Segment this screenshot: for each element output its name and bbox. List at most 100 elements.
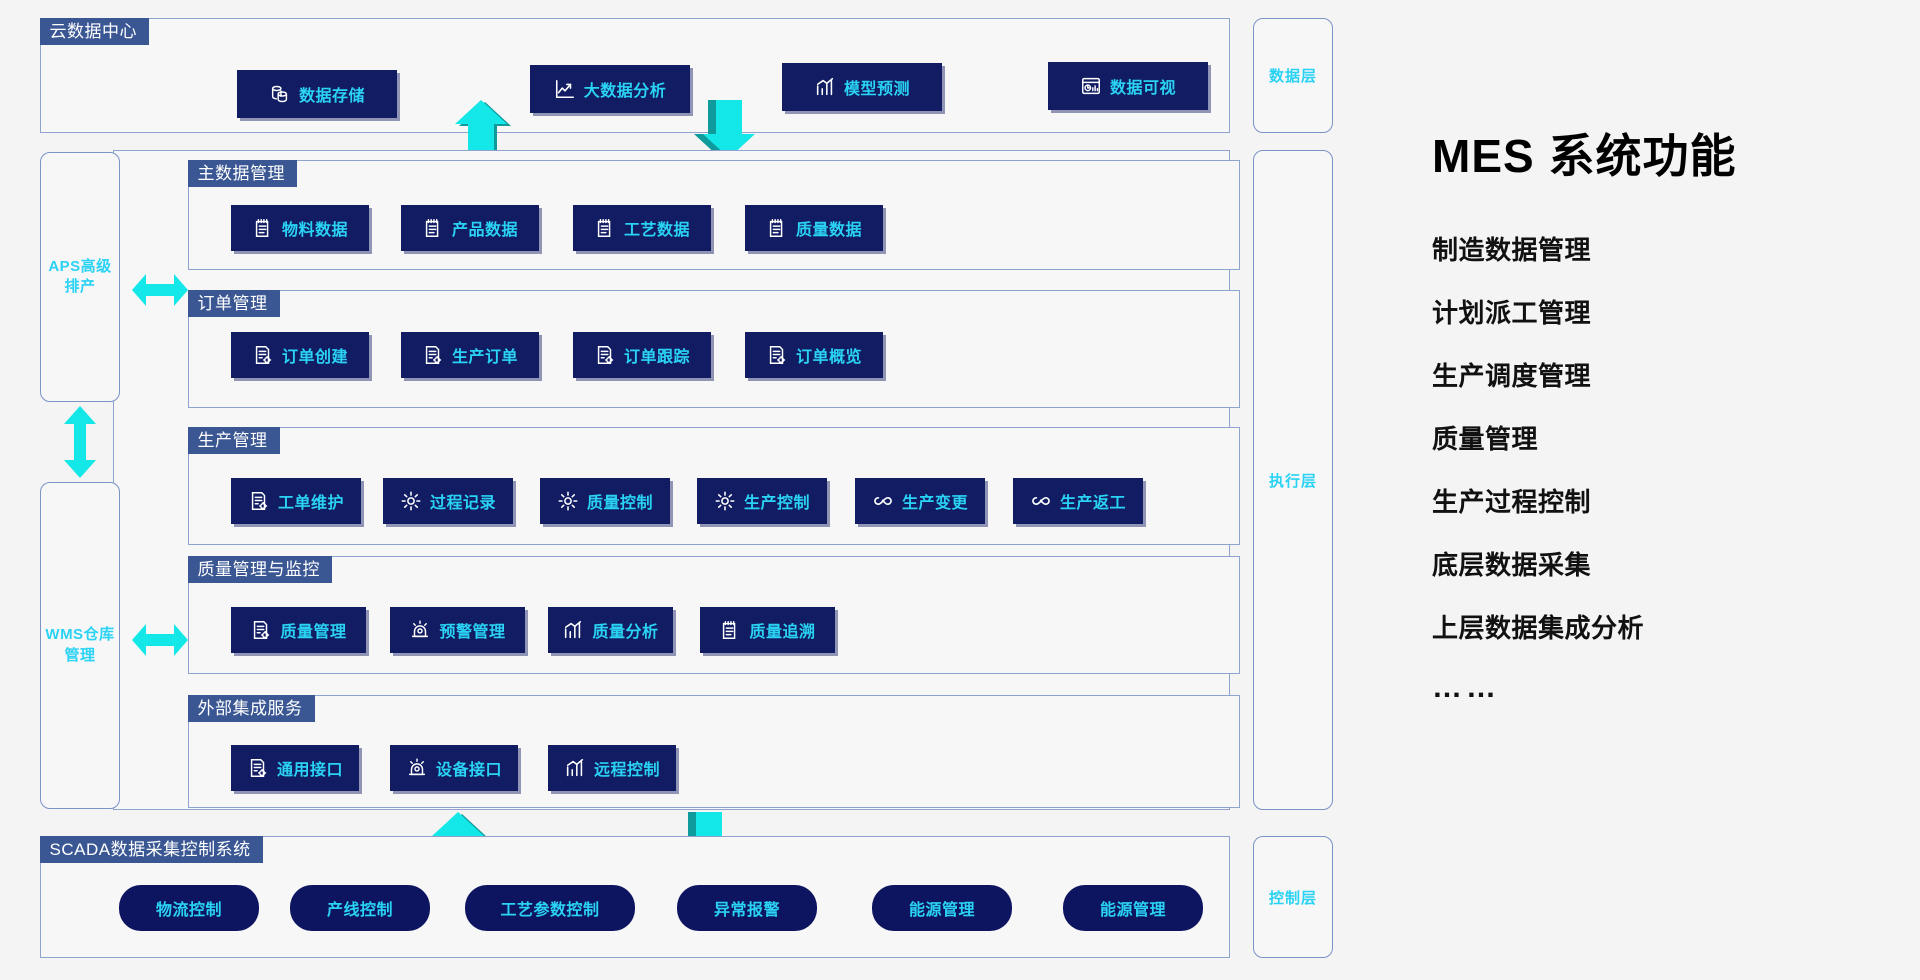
function-item-2: 计划派工管理 <box>1432 298 1592 328</box>
button-label: 产品数据 <box>451 222 518 239</box>
button-production-rework[interactable]: 生产返工 <box>1013 478 1143 524</box>
button-material-data[interactable]: 物料数据 <box>231 205 369 251</box>
layer-control: 控制层 <box>1253 836 1333 958</box>
section-title: 主数据管理 <box>187 159 297 187</box>
button-label: 预警管理 <box>439 624 506 641</box>
button-remote-control[interactable]: 远程控制 <box>548 745 676 791</box>
button-label: 物料数据 <box>281 222 348 239</box>
button-quality-control[interactable]: 质量控制 <box>540 478 670 524</box>
button-label: 订单跟踪 <box>623 349 690 366</box>
button-label: 生产控制 <box>743 495 810 512</box>
function-item-6: 底层数据采集 <box>1432 550 1592 580</box>
button-label: 物流控制 <box>155 902 222 919</box>
document-gear-icon <box>248 490 270 512</box>
button-generic-interface[interactable]: 通用接口 <box>231 745 359 791</box>
section-title: 质量管理与监控 <box>187 555 332 583</box>
button-abnormal-alarm[interactable]: 异常报警 <box>677 885 817 931</box>
button-production-change[interactable]: 生产变更 <box>855 478 985 524</box>
panel-title: MES 系统功能 <box>1432 130 1737 182</box>
function-item-4: 质量管理 <box>1432 424 1539 454</box>
button-label: 生产变更 <box>901 495 968 512</box>
button-label: 通用接口 <box>276 762 343 779</box>
button-label: 生产返工 <box>1059 495 1126 512</box>
alarm-lamp-icon <box>406 757 428 779</box>
layer-data: 数据层 <box>1253 18 1333 133</box>
button-quality-data[interactable]: 质量数据 <box>745 205 883 251</box>
arrow-down-to-execution <box>690 100 760 160</box>
button-label: 质量数据 <box>795 222 862 239</box>
button-label: 质量控制 <box>586 495 653 512</box>
layer-label: 执行层 <box>1268 472 1317 490</box>
document-gear-icon <box>422 344 444 366</box>
button-quality-traceability[interactable]: 质量追溯 <box>700 607 835 653</box>
button-data-storage[interactable]: 数据存储 <box>237 70 397 118</box>
layer-execution: 执行层 <box>1253 150 1333 810</box>
arrow-vertical-double-aps-wms <box>60 404 100 480</box>
clipboard-list-icon <box>719 619 741 641</box>
button-label: 订单概览 <box>795 349 862 366</box>
button-label: 订单创建 <box>281 349 348 366</box>
button-energy-management-2[interactable]: 能源管理 <box>1063 885 1203 931</box>
button-label: 数据存储 <box>298 88 365 105</box>
button-data-visualization[interactable]: 数据可视 <box>1048 62 1208 110</box>
button-label: 大数据分析 <box>583 83 667 100</box>
layer-label: 数据层 <box>1268 68 1317 85</box>
button-device-interface[interactable]: 设备接口 <box>390 745 518 791</box>
button-quality-management[interactable]: 质量管理 <box>231 607 366 653</box>
aps-label: APS高级排产 <box>48 257 112 295</box>
section-title: 生产管理 <box>187 426 280 454</box>
button-process-record[interactable]: 过程记录 <box>383 478 513 524</box>
clipboard-list-icon <box>252 217 274 239</box>
button-label: 模型预测 <box>843 81 910 98</box>
section-title: 订单管理 <box>187 289 280 317</box>
button-production-order[interactable]: 生产订单 <box>401 332 539 378</box>
arrow-up-to-cloud <box>455 100 525 160</box>
wms-label: WMS仓库管理 <box>45 626 115 664</box>
button-model-prediction[interactable]: 模型预测 <box>782 63 942 111</box>
button-label: 远程控制 <box>593 762 660 779</box>
function-item-5: 生产过程控制 <box>1432 487 1592 517</box>
section-title: 外部集成服务 <box>187 694 315 722</box>
button-label: 质量管理 <box>280 624 347 641</box>
button-big-data-analysis[interactable]: 大数据分析 <box>530 65 690 113</box>
button-order-create[interactable]: 订单创建 <box>231 332 369 378</box>
function-item-7: 上层数据集成分析 <box>1432 613 1645 643</box>
button-label: 产线控制 <box>326 902 393 919</box>
section-external-integration-services: 外部集成服务 <box>187 694 1240 808</box>
button-label: 设备接口 <box>435 762 502 779</box>
button-quality-analysis[interactable]: 质量分析 <box>548 607 673 653</box>
button-logistics-control[interactable]: 物流控制 <box>119 885 259 931</box>
function-item-ellipsis: …… <box>1432 671 1500 704</box>
wms-column: WMS仓库管理 <box>40 482 120 809</box>
button-line-control[interactable]: 产线控制 <box>290 885 430 931</box>
layer-label: 控制层 <box>1268 889 1317 907</box>
button-label: 生产订单 <box>451 349 518 366</box>
button-energy-management-1[interactable]: 能源管理 <box>872 885 1012 931</box>
bar-trend-icon <box>564 757 586 779</box>
button-product-data[interactable]: 产品数据 <box>401 205 539 251</box>
gear-icon <box>557 490 579 512</box>
button-order-overview[interactable]: 订单概览 <box>745 332 883 378</box>
button-process-data[interactable]: 工艺数据 <box>573 205 711 251</box>
document-gear-icon <box>594 344 616 366</box>
button-work-order-maintenance[interactable]: 工单维护 <box>231 478 361 524</box>
button-production-control[interactable]: 生产控制 <box>697 478 827 524</box>
document-gear-icon <box>250 619 272 641</box>
bar-trend-icon <box>814 76 836 98</box>
button-label: 质量分析 <box>592 624 659 641</box>
button-label: 能源管理 <box>908 902 975 919</box>
infinity-icon <box>872 490 894 512</box>
button-label: 过程记录 <box>429 495 496 512</box>
button-process-parameter-control[interactable]: 工艺参数控制 <box>465 885 635 931</box>
document-gear-icon <box>766 344 788 366</box>
button-alarm-management[interactable]: 预警管理 <box>390 607 525 653</box>
clipboard-list-icon <box>594 217 616 239</box>
document-gear-icon <box>247 757 269 779</box>
function-item-1: 制造数据管理 <box>1432 235 1592 265</box>
button-label: 工艺数据 <box>623 222 690 239</box>
gear-icon <box>400 490 422 512</box>
button-label: 质量追溯 <box>749 624 816 641</box>
button-label: 能源管理 <box>1099 902 1166 919</box>
button-order-tracking[interactable]: 订单跟踪 <box>573 332 711 378</box>
